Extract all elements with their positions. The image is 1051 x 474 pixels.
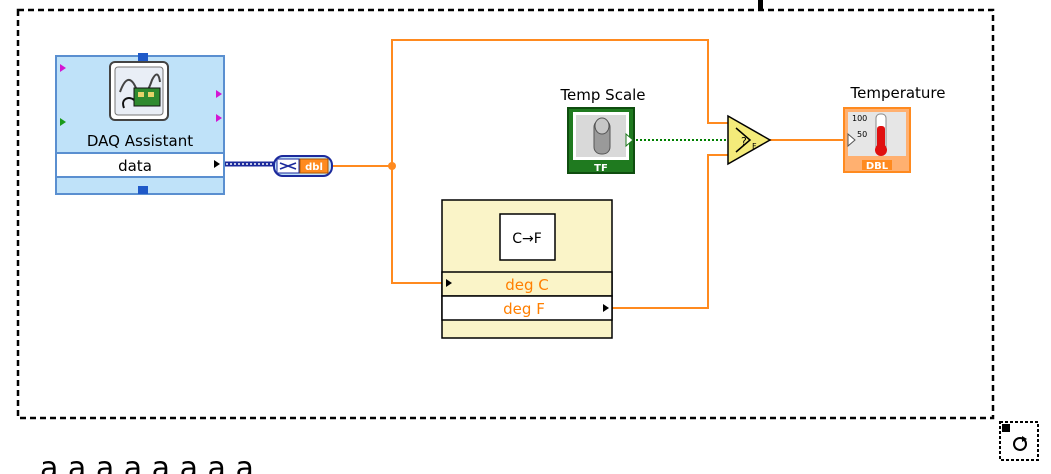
thermometer-scale-top: 100	[852, 114, 867, 123]
numeric-wires[interactable]	[330, 39, 843, 309]
loop-iteration-icon[interactable]	[999, 421, 1039, 461]
deg-f-terminal-label[interactable]: deg F	[503, 300, 545, 318]
svg-text:F: F	[752, 142, 757, 151]
temp-scale-terminal-type: TF	[594, 163, 608, 174]
structure-top-tab	[758, 0, 763, 10]
daq-data-terminal-label[interactable]: data	[118, 157, 152, 175]
temperature-thermometer-indicator[interactable]: 100 50 DBL	[843, 107, 911, 173]
deg-c-terminal-label[interactable]: deg C	[505, 276, 549, 294]
temp-scale-label: Temp Scale	[559, 86, 645, 104]
daq-assistant-title: DAQ Assistant	[87, 132, 193, 150]
thermometer-scale-mid: 50	[857, 130, 867, 139]
cropped-bottom-text: a a a a a a a a	[40, 451, 254, 474]
c-to-f-subvi-node[interactable]: C→F deg C deg F	[441, 199, 613, 339]
wire-junction	[388, 162, 396, 170]
conversion-arrows-icon	[279, 162, 297, 170]
daq-assistant-node[interactable]: DAQ Assistant data	[55, 53, 225, 195]
temp-scale-switch[interactable]: TF	[567, 107, 635, 174]
convert-node-badge: dbl	[305, 162, 323, 173]
daq-device-icon	[109, 61, 169, 121]
structure-border[interactable]	[16, 8, 995, 420]
c-to-f-icon: C→F	[512, 231, 542, 247]
temperature-label: Temperature	[849, 84, 945, 102]
convert-from-dynamic-data-node[interactable]: dbl	[273, 155, 333, 177]
svg-text:?: ?	[741, 135, 747, 148]
temperature-terminal-type: DBL	[866, 161, 889, 172]
select-function-node[interactable]: ? F	[727, 114, 772, 166]
